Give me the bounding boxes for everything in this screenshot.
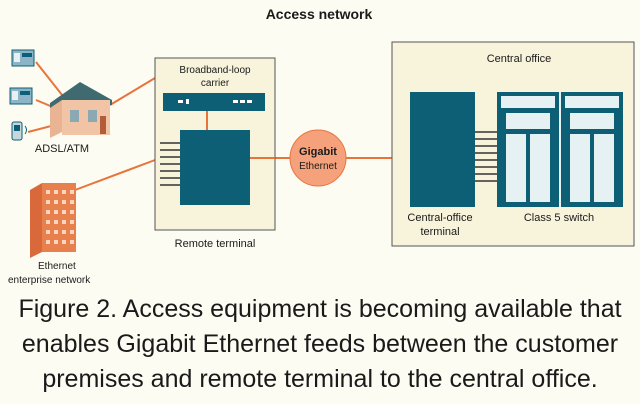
broadband-loop-carrier-unit [163,93,265,111]
carrier-label-line2: carrier [201,78,230,89]
central-office-terminal [410,92,475,207]
diagram-title: Access network [266,6,373,22]
remote-terminal-equipment [180,130,250,205]
caption-line-2: enables Gigabit Ethernet feeds between t… [21,330,619,358]
house-icon [50,82,112,138]
mobile-phone-icon [11,121,27,141]
class-5-switch [497,92,623,207]
access-network-diagram: Access network ADSL/ATM [8,6,635,286]
enterprise-network-label: enterprise network [8,275,91,286]
gigabit-ethernet-node [289,129,347,187]
gigabit-label: Gigabit [299,146,337,158]
figure-caption: Figure 2. Access equipment is becoming a… [0,292,640,397]
house-to-remote-link [109,77,156,106]
ethernet-label: Ethernet [38,261,76,272]
remote-terminal: Broadband-loop carrier [154,57,276,231]
telephone-icon [9,87,33,105]
central-office-title: Central office [487,53,552,65]
caption-line-1: Figure 2. Access equipment is becoming a… [18,295,622,323]
remote-terminal-label: Remote terminal [175,238,256,250]
caption-line-3: premises and remote terminal to the cent… [42,365,598,393]
central-office-terminal-label: Central-office [407,212,472,224]
telephone-icon [11,49,35,67]
class-5-switch-label: Class 5 switch [524,212,594,224]
central-office: Central office [391,41,635,247]
enterprise-building-icon [30,183,76,258]
central-office-terminal-label-line2: terminal [420,226,459,238]
ethernet-node-label: Ethernet [299,161,337,172]
adsl-atm-label: ADSL/ATM [35,143,89,155]
building-to-remote-link [74,159,156,191]
carrier-label-line1: Broadband-loop [179,65,251,76]
